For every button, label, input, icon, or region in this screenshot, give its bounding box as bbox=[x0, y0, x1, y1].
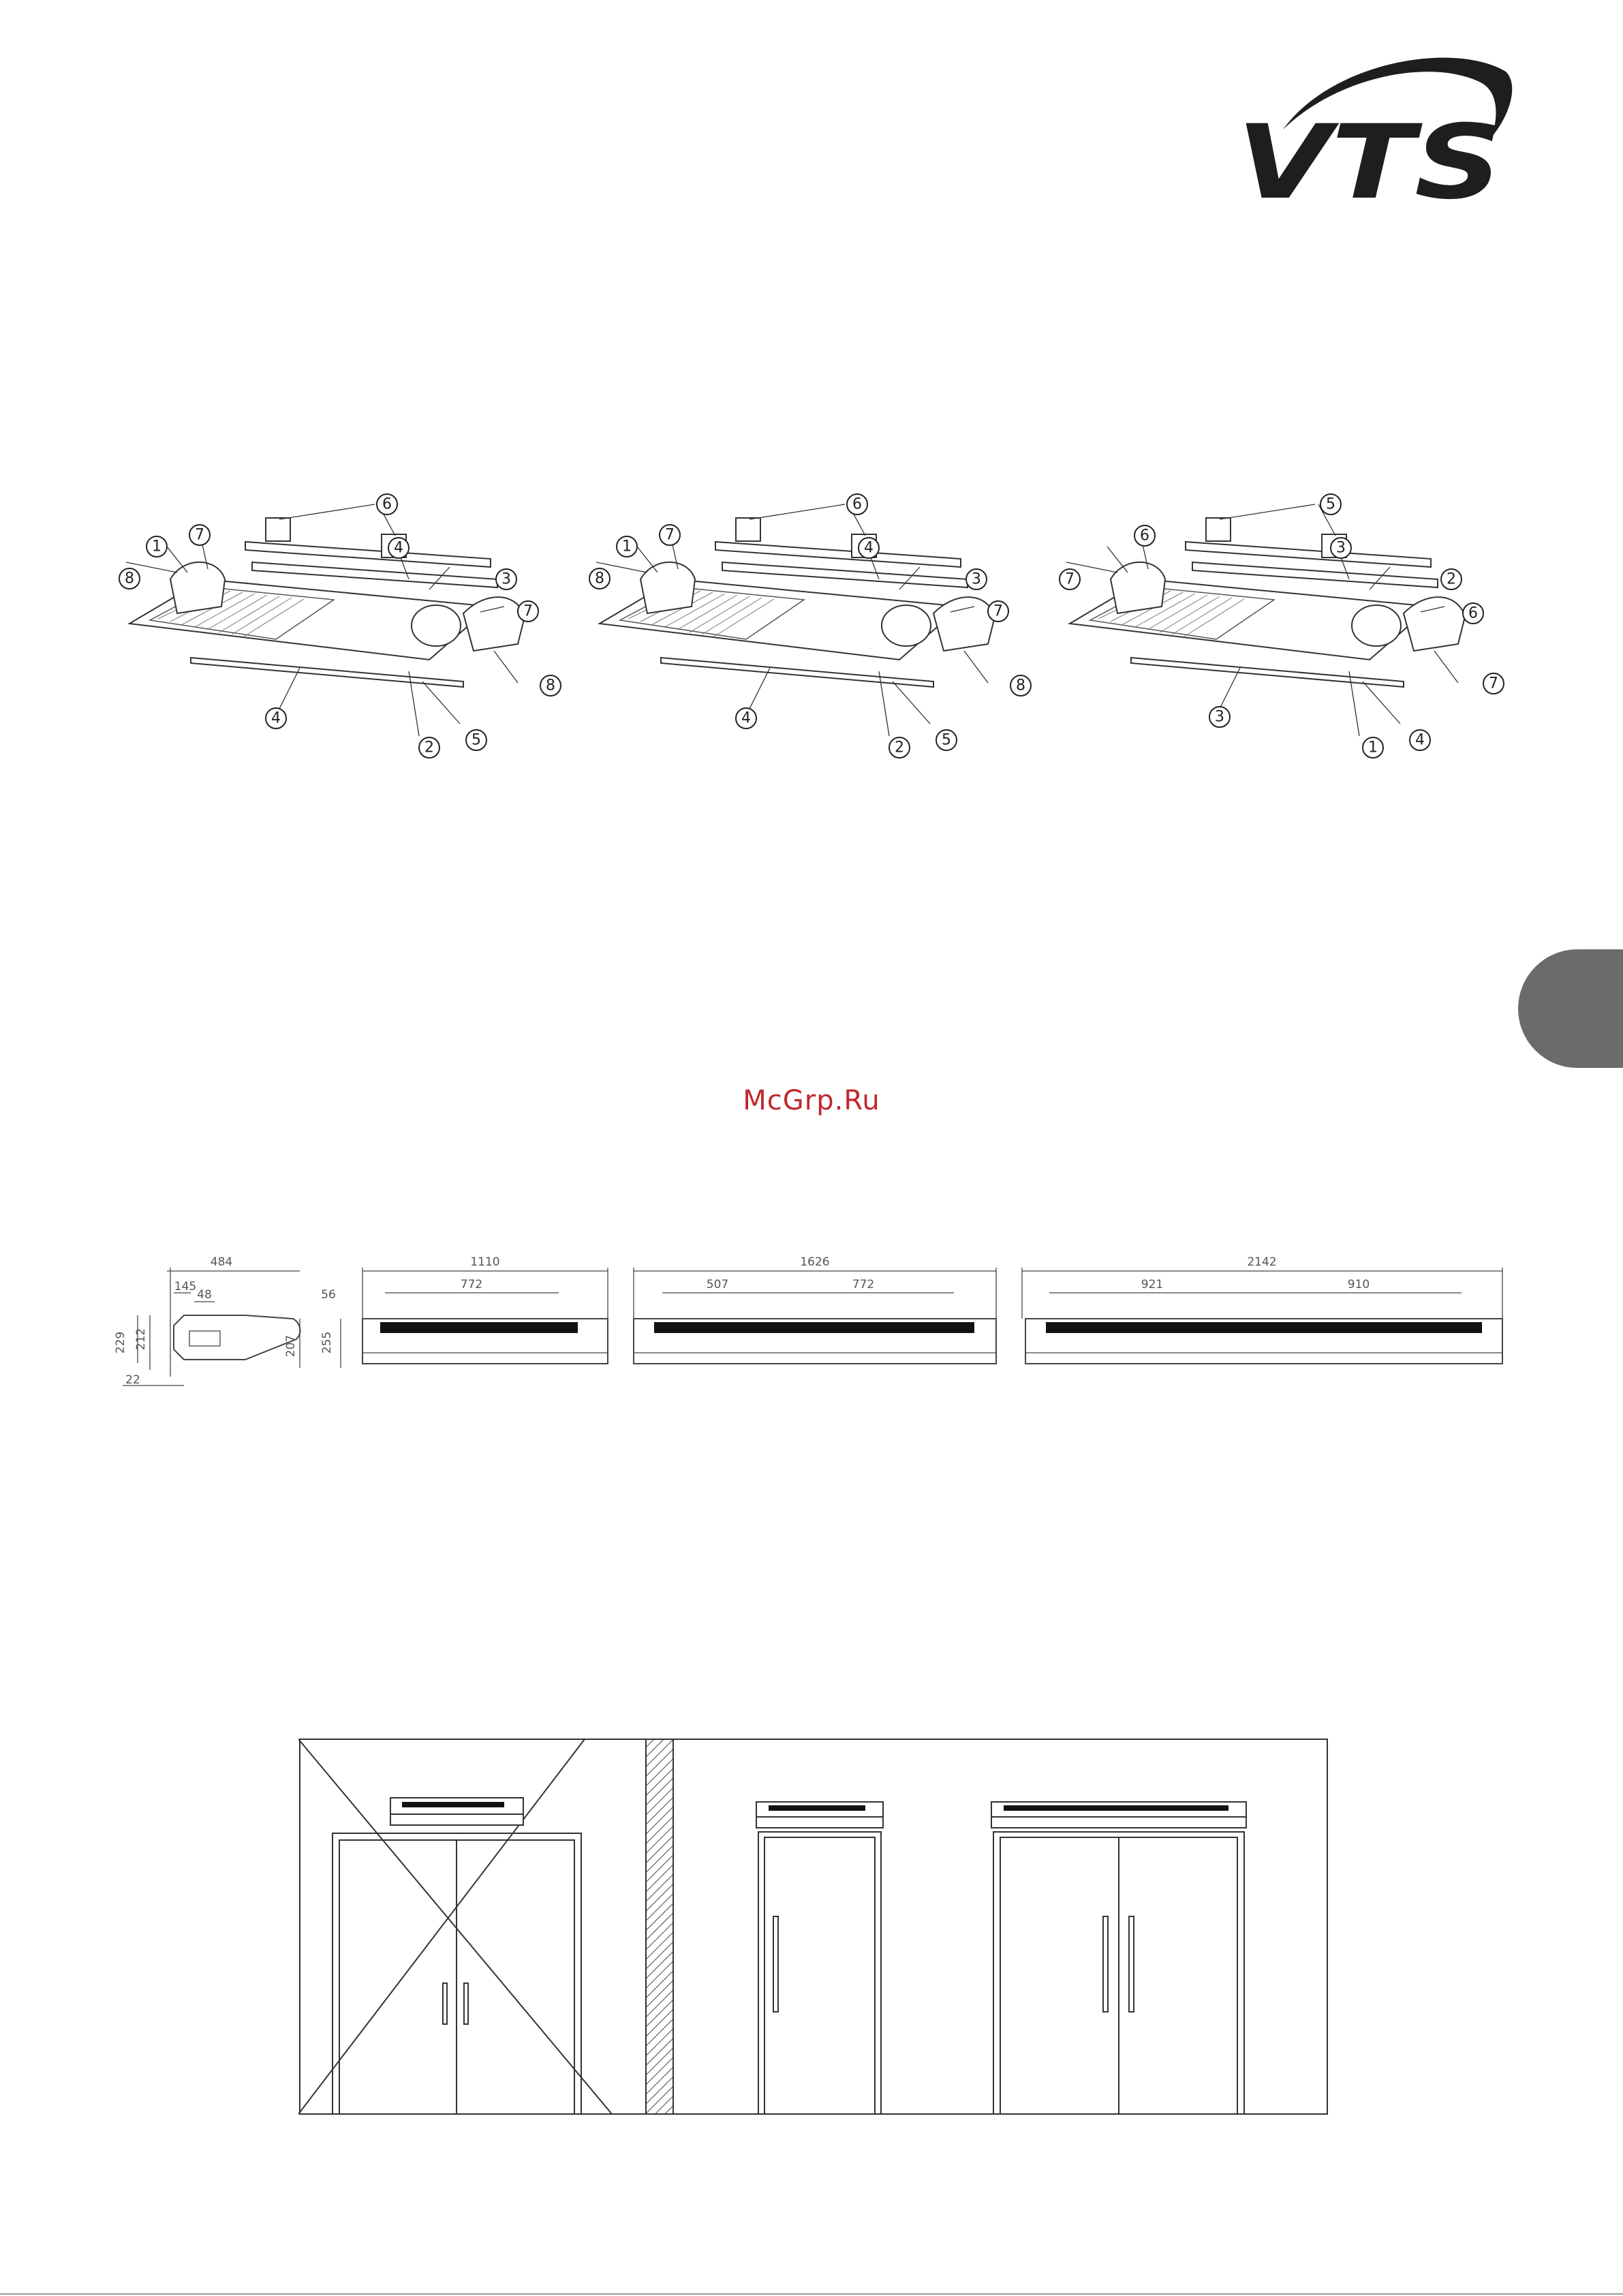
callout-10: 2 bbox=[424, 739, 434, 756]
callout-11: 5 bbox=[942, 732, 951, 749]
callout-7: 7 bbox=[993, 603, 1003, 620]
callout-6: 6 bbox=[1468, 605, 1478, 622]
callout-9: 4 bbox=[271, 710, 281, 727]
dim-side-width: 484 bbox=[211, 1255, 232, 1269]
callout-1: 1 bbox=[622, 538, 632, 555]
callout-9: 1 bbox=[1368, 739, 1378, 756]
callout-1: 6 bbox=[1140, 527, 1149, 545]
callout-8: 8 bbox=[546, 677, 555, 694]
callout-2: 7 bbox=[195, 527, 204, 544]
callout-4: 4 bbox=[864, 540, 874, 557]
callout-7: 7 bbox=[523, 603, 533, 620]
callout-3: 3 bbox=[1336, 540, 1346, 557]
callout-10: 4 bbox=[1415, 732, 1425, 749]
callout-6: 8 bbox=[125, 570, 134, 587]
logo-text: VTS bbox=[1237, 104, 1502, 211]
dim-side-offset: 22 bbox=[125, 1373, 140, 1387]
callout-8: 3 bbox=[1215, 709, 1224, 726]
dim-side-h3: 207 bbox=[284, 1335, 298, 1357]
callout-7: 7 bbox=[1489, 675, 1498, 692]
callout-8: 8 bbox=[1016, 677, 1025, 694]
chapter-tab bbox=[1518, 949, 1623, 1068]
bottom-rule bbox=[0, 2293, 1623, 2295]
callout-4: 4 bbox=[394, 540, 403, 557]
dim-unit3-length: 2142 bbox=[1247, 1255, 1276, 1269]
dim-unit1-span: 772 bbox=[461, 1278, 482, 1291]
vts-logo: VTS bbox=[1230, 55, 1516, 211]
callout-3: 6 bbox=[382, 496, 392, 513]
dim-unit2-span1: 507 bbox=[707, 1278, 728, 1291]
callout-5: 3 bbox=[501, 571, 511, 588]
callout-9: 4 bbox=[741, 710, 751, 727]
dim-unit1-left: 56 bbox=[321, 1288, 336, 1302]
dim-unit3-span1: 921 bbox=[1141, 1278, 1163, 1291]
callout-4: 2 bbox=[1447, 571, 1456, 588]
callout-2: 5 bbox=[1326, 496, 1335, 513]
callout-6: 8 bbox=[595, 570, 604, 587]
dim-side-h1: 229 bbox=[114, 1332, 127, 1353]
callout-2: 7 bbox=[665, 527, 675, 544]
dimension-drawings: 484 145 48 229 212 207 22 1110 56 772 25… bbox=[109, 1251, 1519, 1400]
exploded-views: 1 7 6 4 3 8 7 8 4 2 5 1 7 6 4 3 8 7 8 4 … bbox=[109, 477, 1533, 770]
callout-10: 2 bbox=[895, 739, 904, 756]
callout-11: 5 bbox=[472, 732, 481, 749]
dim-side-d2: 48 bbox=[197, 1288, 212, 1302]
callout-5: 7 bbox=[1065, 571, 1075, 588]
callout-5: 3 bbox=[972, 571, 981, 588]
callout-1: 1 bbox=[152, 538, 161, 555]
installation-diagram bbox=[298, 1738, 1329, 2119]
dim-unit1-length: 1110 bbox=[470, 1255, 499, 1269]
dim-unit2-length: 1626 bbox=[800, 1255, 829, 1269]
dim-side-d1: 145 bbox=[174, 1280, 196, 1294]
watermark: McGrp.Ru bbox=[0, 1085, 1623, 1116]
dim-unit2-span2: 772 bbox=[852, 1278, 874, 1291]
dim-unit3-span2: 910 bbox=[1348, 1278, 1370, 1291]
dim-side-h2: 212 bbox=[134, 1328, 148, 1350]
dim-unit1-h: 255 bbox=[320, 1332, 334, 1353]
callout-3: 6 bbox=[852, 496, 862, 513]
